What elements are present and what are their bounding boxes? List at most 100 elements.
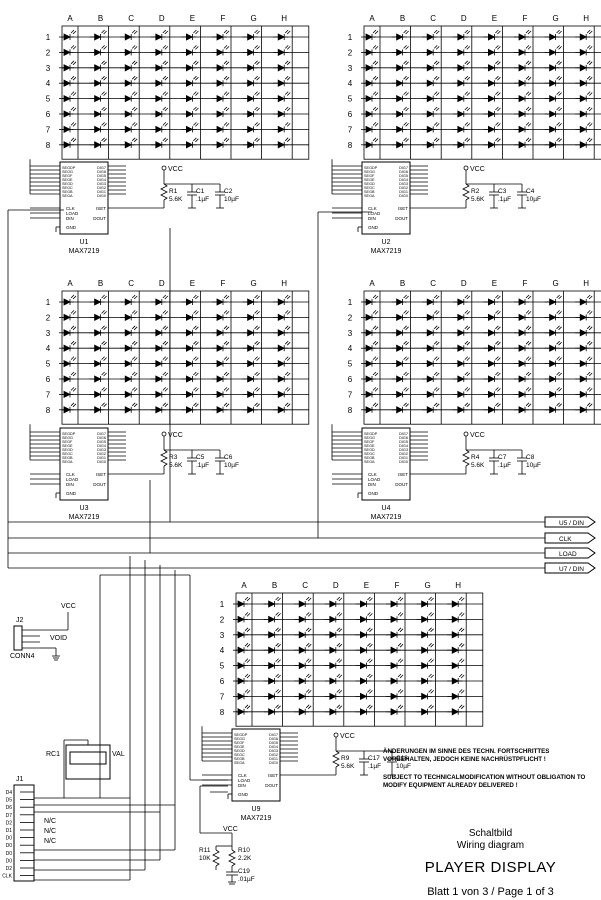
signal-bus bbox=[7, 209, 596, 881]
led-icon bbox=[216, 64, 224, 72]
led-icon bbox=[396, 141, 404, 149]
led-icon bbox=[396, 33, 404, 41]
led-icon bbox=[457, 313, 465, 322]
led-icon bbox=[457, 48, 465, 57]
led-icon bbox=[329, 631, 337, 639]
led-icon bbox=[426, 125, 435, 134]
led-icon bbox=[457, 406, 465, 414]
led-icon bbox=[216, 141, 224, 149]
title-block: Schaltbild Wiring diagram PLAYER DISPLAY… bbox=[383, 826, 598, 898]
led-icon bbox=[94, 344, 102, 352]
capacitor-ref: C8 bbox=[526, 454, 535, 461]
column-label: G bbox=[250, 279, 256, 288]
led-icon bbox=[63, 94, 71, 103]
led-icon bbox=[94, 64, 102, 72]
seg-pin: SEGB bbox=[234, 757, 245, 761]
led-icon bbox=[396, 94, 404, 103]
j1-pin-label: D1 bbox=[6, 828, 13, 834]
dig-pin: DIG4 bbox=[97, 444, 106, 448]
led-icon bbox=[396, 344, 404, 352]
column-label: B bbox=[400, 279, 405, 288]
seg-pin: SEGA bbox=[234, 761, 245, 765]
clk-pin: CLK bbox=[368, 206, 377, 211]
j2-ref: J2 bbox=[16, 617, 24, 624]
r11-ref: R11 bbox=[199, 847, 211, 854]
led-icon bbox=[421, 708, 429, 716]
row-label: 8 bbox=[348, 141, 353, 150]
led-icon bbox=[247, 64, 255, 72]
led-icon bbox=[268, 615, 276, 624]
led-icon bbox=[277, 110, 286, 118]
led-icon bbox=[549, 110, 557, 118]
dout-pin: DOUT bbox=[395, 482, 408, 487]
led-icon bbox=[365, 48, 373, 57]
resistor-value: 5.6K bbox=[341, 763, 355, 770]
capacitor-ref: C17 bbox=[368, 755, 380, 762]
led-icon bbox=[579, 48, 588, 57]
led-icon bbox=[216, 375, 224, 383]
dig-pin: DIG0 bbox=[399, 460, 408, 464]
iset-pin: ISET bbox=[398, 472, 408, 477]
led-icon bbox=[396, 359, 404, 368]
resistor-value: 5.6K bbox=[169, 462, 183, 469]
column-label: B bbox=[272, 581, 277, 590]
led-icon bbox=[298, 615, 307, 624]
capacitor-ref: C2 bbox=[224, 188, 233, 195]
led-icon bbox=[426, 48, 435, 57]
led-icon bbox=[124, 33, 133, 41]
led-icon bbox=[94, 313, 102, 322]
led-icon bbox=[185, 110, 194, 118]
led-icon bbox=[63, 329, 71, 337]
led-icon bbox=[268, 661, 276, 670]
capacitor-value: .1µF bbox=[196, 196, 209, 203]
led-icon bbox=[237, 631, 245, 639]
led-icon bbox=[579, 125, 588, 134]
row-label: 3 bbox=[46, 64, 51, 73]
led-icon bbox=[247, 33, 255, 41]
led-icon bbox=[237, 708, 245, 716]
column-label: H bbox=[455, 581, 461, 590]
vcc-label: VCC bbox=[168, 166, 183, 173]
seg-pin: SEGDP bbox=[364, 166, 378, 170]
led-icon bbox=[579, 33, 588, 41]
led-icon bbox=[277, 125, 286, 134]
led-icon bbox=[247, 329, 255, 337]
vcc-icon bbox=[161, 431, 167, 437]
led-icon bbox=[216, 406, 224, 414]
led-icon bbox=[487, 359, 496, 368]
led-icon bbox=[426, 94, 435, 103]
dig-pin: DIG4 bbox=[97, 178, 106, 182]
j2-label: VOID bbox=[50, 635, 67, 642]
led-icon bbox=[487, 79, 496, 87]
led-icon bbox=[216, 79, 224, 87]
led-icon bbox=[396, 48, 404, 57]
resistor-ref: R4 bbox=[471, 454, 480, 461]
capacitor-value: 10µF bbox=[526, 462, 541, 469]
led-icon bbox=[451, 646, 460, 654]
led-icon bbox=[487, 313, 496, 322]
signal-load: LOAD bbox=[559, 551, 577, 558]
led-icon bbox=[63, 406, 71, 414]
led-icon bbox=[549, 375, 557, 383]
dig-pin: DIG5 bbox=[399, 174, 408, 178]
j1-pin-label: D4 bbox=[6, 790, 13, 796]
led-icon bbox=[329, 708, 337, 716]
led-icon bbox=[124, 79, 133, 87]
led-icon bbox=[359, 646, 368, 654]
seg-pin: SEGDP bbox=[364, 432, 378, 436]
led-icon bbox=[457, 110, 465, 118]
led-icon bbox=[237, 646, 245, 654]
led-icon bbox=[426, 298, 435, 306]
led-icon bbox=[396, 375, 404, 383]
chip-part: MAX7219 bbox=[69, 514, 100, 521]
led-icon bbox=[94, 406, 102, 414]
rc1-label: VAL bbox=[112, 751, 125, 758]
column-label: A bbox=[369, 14, 375, 23]
dig-pin: DIG3 bbox=[399, 448, 408, 452]
r11-val: 10K bbox=[199, 855, 211, 862]
row-label: 7 bbox=[348, 390, 353, 399]
led-icon bbox=[421, 615, 429, 624]
row-label: 2 bbox=[46, 313, 51, 322]
led-icon bbox=[487, 64, 496, 72]
